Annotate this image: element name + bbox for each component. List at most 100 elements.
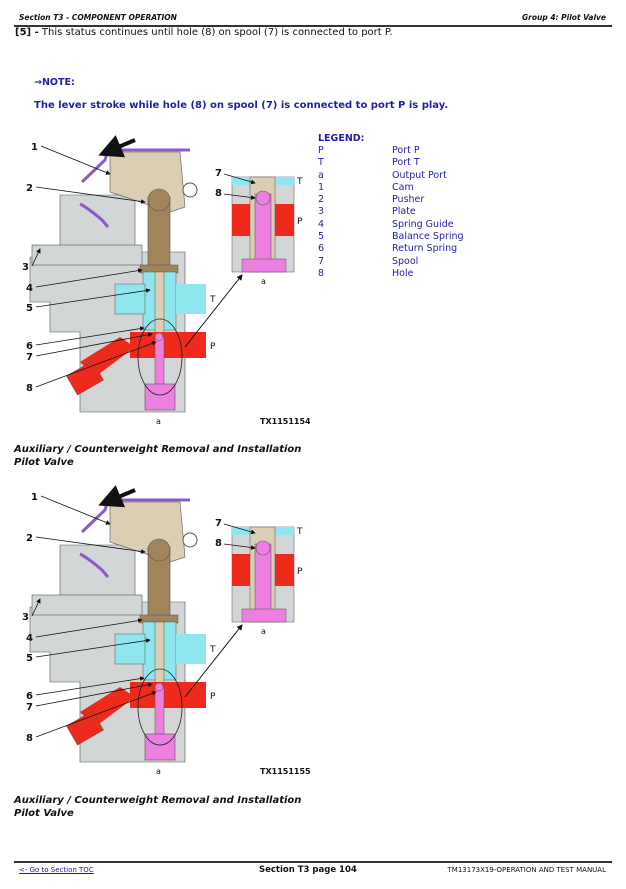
detail-highlight-ellipse: [137, 318, 183, 396]
inset-port-t-label: T: [296, 177, 303, 187]
callout-number: 2: [26, 183, 33, 194]
footer-page-number: Section T3 page 104: [259, 865, 357, 875]
port-p-label: P: [210, 342, 216, 352]
legend-key: T: [318, 157, 324, 169]
inset-port-p-label: P: [297, 567, 303, 577]
callout-number: 3: [22, 262, 29, 273]
port-t-left: [114, 283, 146, 315]
footer-manual-title: TM13173X19-OPERATION AND TEST MANUAL: [447, 866, 606, 874]
callout-leader: [31, 598, 41, 617]
relief-plug: [66, 710, 104, 746]
output-port-label: a: [156, 417, 161, 426]
callout-number: 5: [26, 303, 33, 314]
detail-highlight-ellipse: [137, 668, 183, 746]
callout-number: 3: [22, 612, 29, 623]
legend-value: Return Spring: [392, 243, 458, 255]
figure-id: TX1151155: [260, 767, 310, 776]
port-t-label: T: [209, 295, 216, 305]
detail-pointer: [184, 624, 243, 698]
inset-leader-8: [223, 543, 256, 550]
inset-callout-7: 7: [215, 518, 222, 529]
inset-leader-7: [223, 523, 256, 535]
callout-leader: [35, 618, 143, 638]
legend-key: 8: [318, 267, 325, 279]
lever-lower: [79, 202, 110, 228]
output-port-label: a: [156, 767, 161, 776]
legend-value: Port T: [392, 157, 420, 169]
legend-key: 5: [318, 231, 325, 243]
callout-number: 8: [26, 733, 33, 744]
legend-value: Spring Guide: [392, 218, 454, 230]
legend-item: 2 Pusher: [318, 194, 464, 206]
callout-leader: [35, 536, 146, 554]
step-text: This status continues until hole (8) on …: [38, 27, 393, 38]
step-paragraph: [5] - This status continues until hole (…: [15, 27, 393, 38]
inset-leader-8: [223, 193, 256, 200]
port-t-channel: [176, 284, 206, 314]
callout-leader: [35, 332, 153, 357]
inset-callout-7: 7: [215, 168, 222, 179]
header-divider: [14, 25, 612, 27]
spool-upper: [154, 621, 165, 688]
detail-pointer: [184, 274, 243, 348]
callout-number: 7: [26, 352, 33, 363]
inset-output-port: [241, 608, 287, 623]
legend-key: 2: [318, 194, 325, 206]
legend-key: 3: [318, 206, 325, 218]
legend-item: T Port T: [318, 157, 464, 169]
legend-value: Plate: [392, 206, 416, 218]
callout-leader: [35, 186, 146, 204]
port-t-label: T: [209, 645, 216, 655]
legend-value: Port P: [392, 145, 420, 156]
note-label: →NOTE:: [34, 77, 75, 88]
callout-leader: [35, 326, 145, 346]
motion-arrow: [98, 485, 136, 508]
figure-1-caption: Auxiliary / Counterweight Removal and In…: [14, 444, 302, 468]
callout-number: 5: [26, 653, 33, 664]
inset-output-port: [241, 258, 287, 273]
callout-number: 6: [26, 691, 33, 702]
port-p-label: P: [210, 692, 216, 702]
legend-key: 4: [318, 218, 325, 230]
callout-number: 4: [26, 283, 33, 294]
legend-item: 3 Plate: [318, 206, 464, 218]
inset-hole: [255, 540, 271, 556]
callout-leader: [35, 638, 151, 658]
cam-pivot: [182, 182, 198, 198]
legend-value: Balance Spring: [392, 231, 464, 243]
plate: [31, 594, 143, 616]
inset-port-a-label: a: [261, 277, 266, 286]
pusher-head: [147, 538, 171, 562]
callout-leader: [31, 248, 41, 267]
motion-arrow: [98, 135, 136, 158]
legend-value: Output Port: [392, 169, 447, 181]
callout-leader: [35, 288, 151, 308]
callout-leader: [35, 682, 153, 707]
header-group: Group 4: Pilot Valve: [522, 13, 606, 22]
spool-hole: [154, 332, 164, 342]
callout-leader: [35, 341, 157, 388]
callout-number: 2: [26, 533, 33, 544]
callout-number: 8: [26, 383, 33, 394]
legend-value: Pusher: [392, 194, 425, 206]
pusher-head: [147, 188, 171, 212]
callout-number: 1: [31, 492, 38, 503]
figure-2-caption: Auxiliary / Counterweight Removal and In…: [14, 795, 302, 819]
go-to-section-toc-link[interactable]: <- Go to Section TOC: [19, 866, 94, 874]
inset-callout-8: 8: [215, 188, 222, 199]
callout-number: 6: [26, 341, 33, 352]
inset-callout-8: 8: [215, 538, 222, 549]
callout-leader: [40, 145, 111, 175]
callout-leader: [35, 268, 143, 288]
footer-divider: [14, 861, 612, 863]
port-t-left: [114, 633, 146, 665]
output-port-a: [144, 383, 176, 411]
